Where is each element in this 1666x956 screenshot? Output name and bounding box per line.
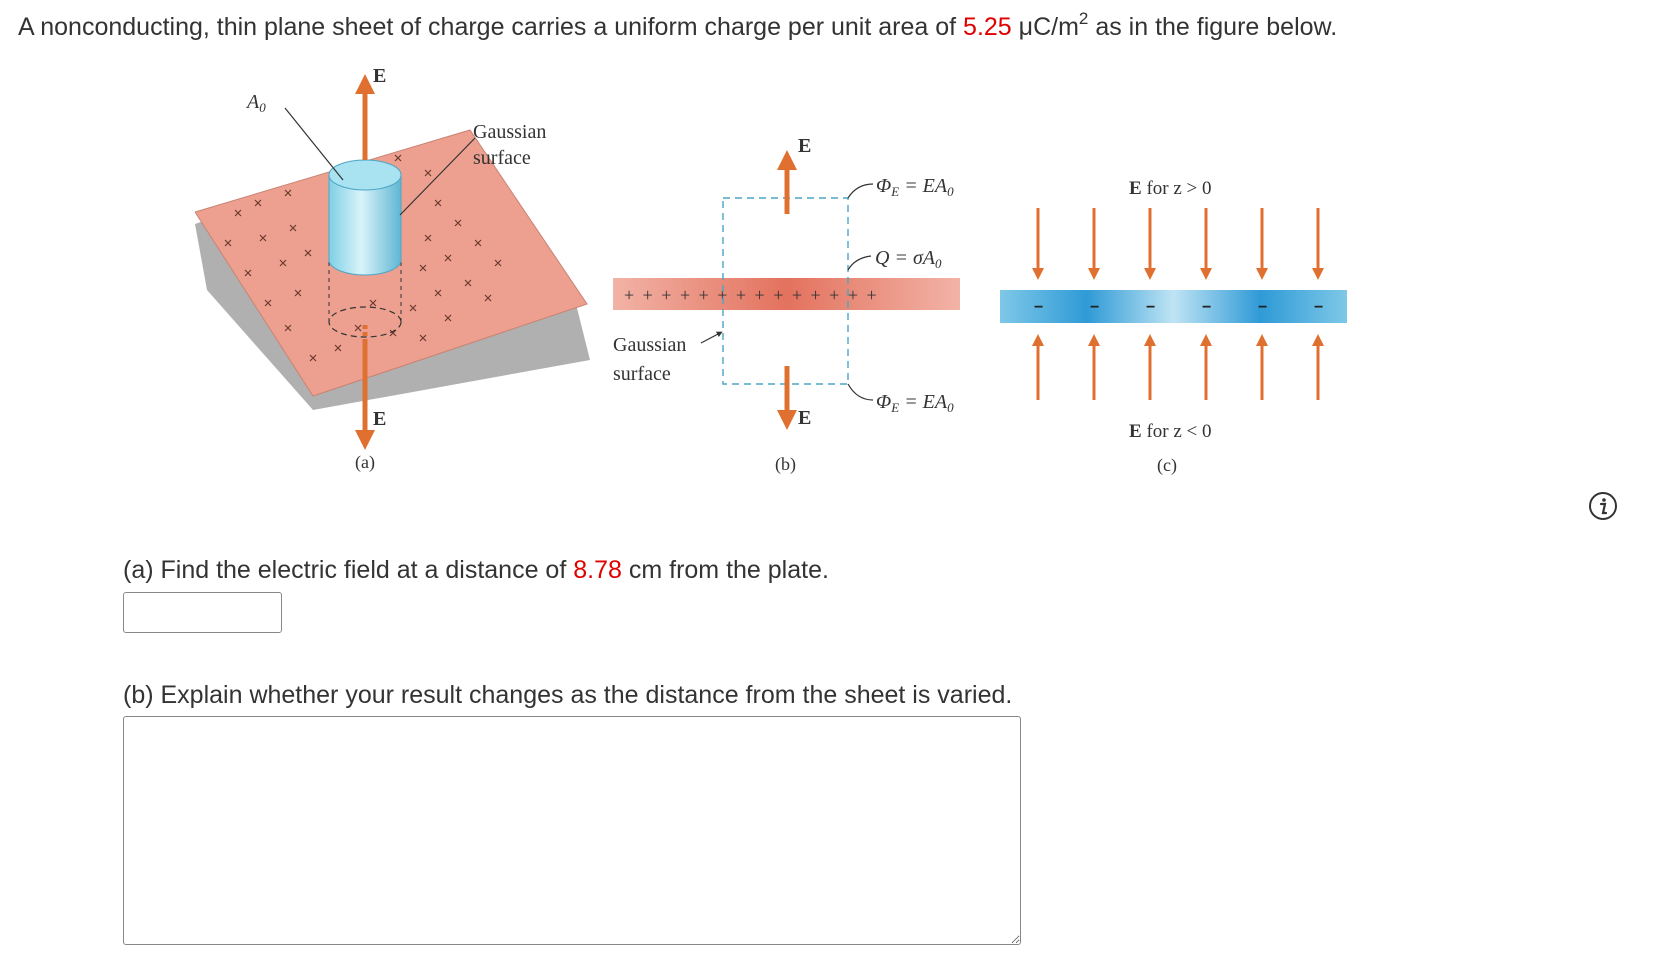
- plate-charges-b: + + + + + + + + + + + + + +: [624, 285, 879, 305]
- part-a-answer-input[interactable]: [123, 592, 282, 633]
- label-E-bottom-a: E: [373, 408, 386, 430]
- charge-density-unit-exponent: 2: [1078, 8, 1089, 28]
- A0-leader: [284, 107, 344, 181]
- plate-minus-signs: − − − − − −: [1034, 299, 1323, 316]
- part-b-question: (b) Explain whether your result changes …: [123, 681, 1013, 709]
- intro-text-after: as in the figure below.: [1088, 13, 1338, 41]
- part-b-answer-textarea[interactable]: [123, 716, 1021, 945]
- sheet-x-marks: [224, 154, 502, 362]
- figure-a-sheet-gaussian-cylinder: A0 E E Gaussian surface (a): [195, 65, 590, 473]
- label-gaussian-a: Gaussian: [473, 121, 546, 143]
- caption-c: (c): [1157, 455, 1177, 476]
- question-intro: A nonconducting, thin plane sheet of cha…: [18, 8, 1338, 42]
- label-gaussian-b: Gaussian: [613, 334, 686, 356]
- part-a-question: (a) Find the electric field at a distanc…: [123, 555, 829, 585]
- caption-a: (a): [355, 452, 375, 473]
- svg-text:−: −: [1258, 299, 1267, 316]
- svg-text:−: −: [1146, 299, 1155, 316]
- gaussian-leader-a: [399, 137, 476, 216]
- label-A0: A0: [245, 91, 266, 115]
- part-a-text-before: (a) Find the electric field at a distanc…: [123, 556, 574, 584]
- svg-text:−: −: [1202, 299, 1211, 316]
- distance-value: 8.78: [573, 556, 622, 584]
- charged-plate-c: [1000, 290, 1347, 323]
- label-surface-b: surface: [613, 363, 671, 385]
- charged-sheet-figure: A0 E E Gaussian surface (a) + + + + + + …: [195, 65, 1347, 476]
- intro-text-before: A nonconducting, thin plane sheet of cha…: [18, 13, 964, 41]
- charge-label-b: Q = σA0: [875, 247, 942, 271]
- figure-b-cross-section: + + + + + + + + + + + + + + E E ΦE = EA0…: [613, 135, 960, 475]
- caption-b: (b): [775, 454, 796, 475]
- field-arrows-above-c: [1032, 208, 1324, 280]
- label-surface-a: surface: [473, 147, 531, 169]
- field-arrows-below-c: [1032, 334, 1324, 400]
- svg-text:−: −: [1034, 299, 1043, 316]
- gaussian-pointer-b: [700, 331, 723, 344]
- gaussian-cylinder: [328, 174, 402, 276]
- label-E-bottom-b: E: [798, 407, 811, 429]
- label-E-below-c: E for z < 0: [1129, 421, 1212, 442]
- svg-text:−: −: [1090, 299, 1099, 316]
- info-icon[interactable]: [1588, 491, 1618, 521]
- part-a-text-after: cm from the plate.: [621, 556, 829, 584]
- label-E-top-a: E: [373, 65, 386, 87]
- label-E-above-c: E for z > 0: [1129, 178, 1212, 199]
- flux-top-label: ΦE = EA0: [876, 175, 954, 199]
- flux-bottom-label: ΦE = EA0: [876, 391, 954, 415]
- charge-density-value: 5.25: [963, 13, 1012, 41]
- charge-density-unit: μC/m: [1011, 13, 1079, 41]
- figure-c-field-lines: − − − − − − E for z > 0 E for z < 0 (c): [1000, 178, 1347, 476]
- label-E-top-b: E: [798, 135, 811, 157]
- cylinder-top-face: [328, 159, 402, 191]
- charged-plate-b: [613, 278, 960, 310]
- svg-text:−: −: [1314, 299, 1323, 316]
